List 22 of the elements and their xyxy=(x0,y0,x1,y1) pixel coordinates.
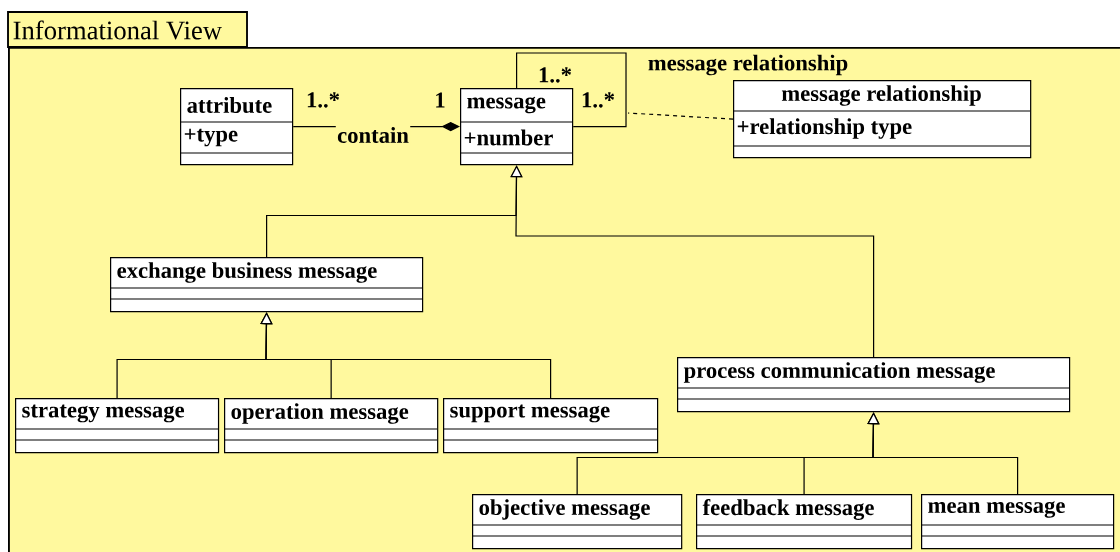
class-box: message +number xyxy=(459,88,574,166)
class-box: mean message xyxy=(920,494,1115,550)
class-box: process communication message xyxy=(676,357,1071,413)
class-box: exchange business message xyxy=(109,257,424,313)
multiplicity-label: 1..* xyxy=(539,67,572,83)
class-box: message relationship +relationship type xyxy=(732,80,1032,159)
class-box: feedback message xyxy=(695,494,913,550)
association-line xyxy=(516,52,627,128)
multiplicity-label: 1..* xyxy=(307,92,340,108)
class-box: attribute +type xyxy=(179,88,294,166)
generalization-arrow xyxy=(260,312,552,399)
class-box: operation message xyxy=(223,398,439,454)
node-label: Informational View xyxy=(13,20,222,40)
multiplicity-label: 1..* xyxy=(582,92,615,108)
edge-label: message relationship xyxy=(646,53,850,77)
class-box: objective message xyxy=(471,494,683,550)
class-box: strategy message xyxy=(14,398,220,454)
multiplicity-label: 1 xyxy=(436,92,445,108)
generalization-arrow xyxy=(867,412,1019,495)
generalization-arrow xyxy=(510,165,875,358)
association-class-line xyxy=(627,112,734,120)
class-box: support message xyxy=(442,398,659,454)
